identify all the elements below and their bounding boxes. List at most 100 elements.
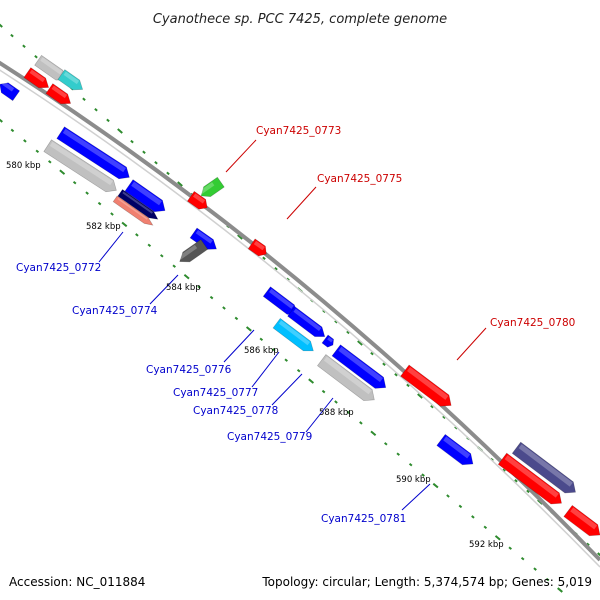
- tick-dot: [166, 171, 170, 176]
- gene-arrow-shine: [131, 181, 162, 206]
- tick-dot: [421, 473, 425, 477]
- gene-arrow-shine: [49, 141, 113, 186]
- gene-arrow-shine: [518, 444, 573, 487]
- gene-arrow-body: [317, 354, 375, 401]
- tick-dot: [446, 494, 450, 498]
- gene-arrow-body: [497, 452, 562, 505]
- gene-arrow: [511, 441, 576, 494]
- tick-dot: [359, 421, 363, 425]
- callout-line: [271, 373, 303, 406]
- tick-dot: [432, 482, 439, 489]
- gene-arrow-shine: [407, 366, 449, 400]
- callout-line: [251, 351, 280, 388]
- gene-arrow-shine: [323, 356, 372, 395]
- gene-arrow-shine: [63, 71, 80, 85]
- tick-dot: [296, 368, 301, 373]
- callout-line: [305, 397, 334, 433]
- tick-label: 588 kbp: [319, 408, 354, 418]
- gene-arrow-shine: [29, 69, 46, 83]
- tick-dot: [454, 426, 458, 430]
- tick-dot: [394, 373, 398, 377]
- gene-arrow: [124, 179, 166, 213]
- gene-arrow-shine: [178, 244, 198, 260]
- tick-dot: [172, 264, 176, 268]
- tick-dot: [160, 254, 164, 258]
- topology-label: Topology: circular; Length: 5,374,574 bp…: [261, 575, 592, 589]
- gene-arrow-body: [112, 195, 154, 226]
- tick-dot: [259, 337, 264, 342]
- gene-label: Cyan7425_0772: [16, 262, 101, 274]
- gene-arrow: [57, 69, 84, 91]
- gene-arrow: [0, 81, 21, 102]
- gene-arrow-shine: [338, 346, 383, 383]
- tick-label: 590 kbp: [396, 475, 431, 485]
- tick-dot: [94, 108, 98, 112]
- tick-dot: [502, 468, 506, 472]
- tick-dot: [508, 546, 512, 550]
- gene-arrow: [436, 433, 474, 466]
- tick-label: 580 kbp: [6, 161, 41, 171]
- tick-dot: [346, 330, 350, 335]
- gene-arrow: [178, 239, 209, 263]
- tick-dot: [357, 340, 363, 346]
- tick-dot: [82, 97, 86, 101]
- gene-arrow: [247, 238, 267, 257]
- callout-line: [225, 139, 257, 173]
- callout-line: [149, 274, 179, 305]
- callout-line: [286, 186, 317, 220]
- gene-arrow: [287, 306, 326, 337]
- gene-arrow-body: [287, 306, 326, 337]
- gene-arrow: [331, 344, 387, 389]
- gene-arrow-shine: [193, 193, 206, 204]
- gene-arrow-body: [400, 364, 452, 407]
- tick-label: 584 kbp: [166, 283, 201, 293]
- gene-arrow-shine: [327, 337, 334, 343]
- gene-arrow-body: [331, 344, 387, 389]
- gene-arrow: [563, 504, 600, 537]
- gene-arrow: [43, 139, 117, 193]
- tick-dot: [471, 515, 475, 519]
- tick-dot: [417, 393, 423, 399]
- gene-arrow-body: [45, 83, 72, 105]
- gene-arrow-body: [124, 179, 166, 213]
- gene-arrow: [186, 190, 208, 210]
- tick-dot: [272, 348, 276, 352]
- tick-dot: [35, 149, 40, 154]
- gene-label: Cyan7425_0780: [490, 317, 575, 329]
- tick-dot: [430, 404, 434, 409]
- map-title: Cyanothece sp. PCC 7425, complete genome: [153, 12, 447, 27]
- tick-dot: [121, 221, 128, 228]
- tick-dot: [142, 150, 146, 154]
- tick-dot: [442, 415, 446, 419]
- tick-dot: [10, 128, 15, 133]
- tick-label: 586 kbp: [244, 346, 279, 356]
- gene-arrow-shine: [199, 182, 215, 194]
- tick-dot: [458, 504, 463, 509]
- gene-arrow-shine: [117, 197, 148, 220]
- gene-label: Cyan7425_0778: [193, 405, 278, 417]
- tick-dot: [408, 462, 413, 467]
- tick-dot: [526, 489, 530, 494]
- gene-callouts: Cyan7425_0772Cyan7425_0773Cyan7425_0774C…: [16, 125, 575, 525]
- tick-dot: [274, 267, 278, 271]
- gene-arrow-shine: [504, 455, 559, 498]
- gene-arrow-body: [43, 139, 117, 193]
- gene-arrow-body: [200, 176, 225, 197]
- gene-arrow-body: [56, 126, 130, 180]
- callout-line: [401, 483, 431, 511]
- gene-arrow-shine: [62, 128, 126, 173]
- gene-arrow-body: [272, 317, 314, 352]
- tick-dot: [597, 552, 600, 558]
- gene-arrow-shine: [443, 436, 471, 459]
- gene-arrow-shine: [253, 240, 265, 251]
- tick-dot: [245, 326, 252, 332]
- gene-arrow: [321, 334, 334, 348]
- tick-dot: [334, 320, 338, 324]
- tick-dot: [135, 233, 139, 237]
- gene-label: Cyan7425_0776: [146, 364, 232, 376]
- tick-dot: [72, 180, 77, 185]
- tick-dot: [97, 201, 102, 206]
- tick-dot: [106, 118, 110, 123]
